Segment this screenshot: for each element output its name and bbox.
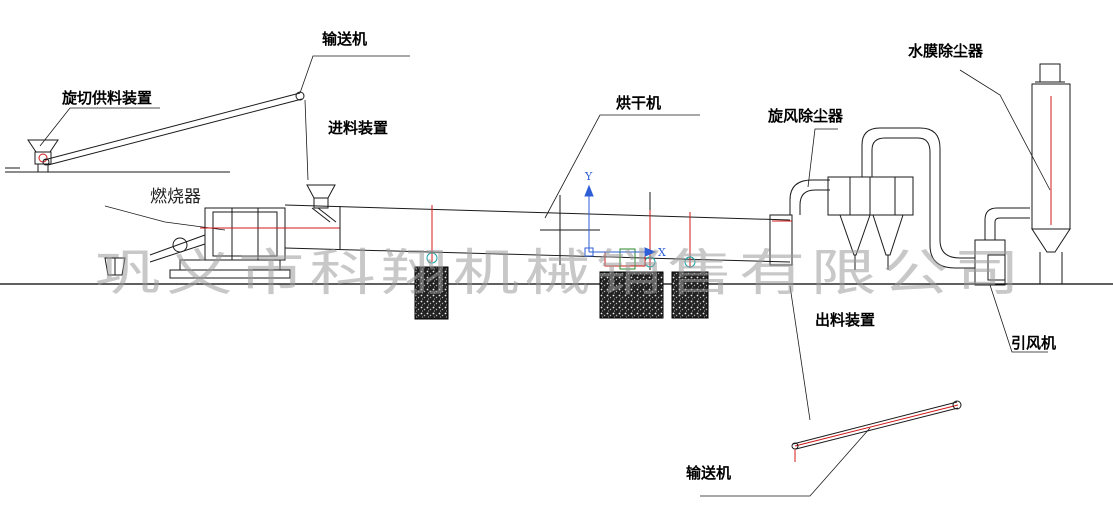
foundations: [414, 266, 709, 320]
label-conveyor-bottom: 输送机: [686, 464, 731, 482]
label-rotary-feeder: 旋切供料装置: [61, 89, 152, 107]
label-induced-fan: 引风机: [1011, 334, 1056, 352]
label-dryer: 烘干机: [616, 94, 661, 112]
cyclone-unit: [789, 127, 975, 270]
label-outlet-device: 出料装置: [815, 311, 875, 329]
watermark: 巩义市科翔机械销售有限公司: [95, 244, 1025, 302]
water-film-unit: [1031, 63, 1071, 284]
induced-fan-unit: [974, 207, 1030, 286]
burner-unit: [104, 207, 340, 279]
axis-x-glyph: X: [658, 246, 666, 259]
feed-device-unit: [306, 184, 337, 223]
label-cyclone: 旋风除尘器: [767, 107, 844, 125]
rotary-feeder-unit: [5, 139, 230, 173]
axis-y-glyph: Y: [584, 170, 593, 183]
conveyor-top-unit: [42, 91, 305, 166]
ucs-axis-icon: [584, 184, 657, 257]
conveyor-bottom-unit: [791, 400, 962, 462]
label-conveyor-top: 输送机: [322, 30, 367, 48]
leader-lines: [39, 55, 1051, 497]
label-feed-device: 进料装置: [328, 119, 388, 137]
label-water-film: 水膜除尘器: [908, 42, 984, 60]
label-burner: 燃烧器: [150, 187, 201, 207]
dryer-drum: [284, 192, 793, 270]
